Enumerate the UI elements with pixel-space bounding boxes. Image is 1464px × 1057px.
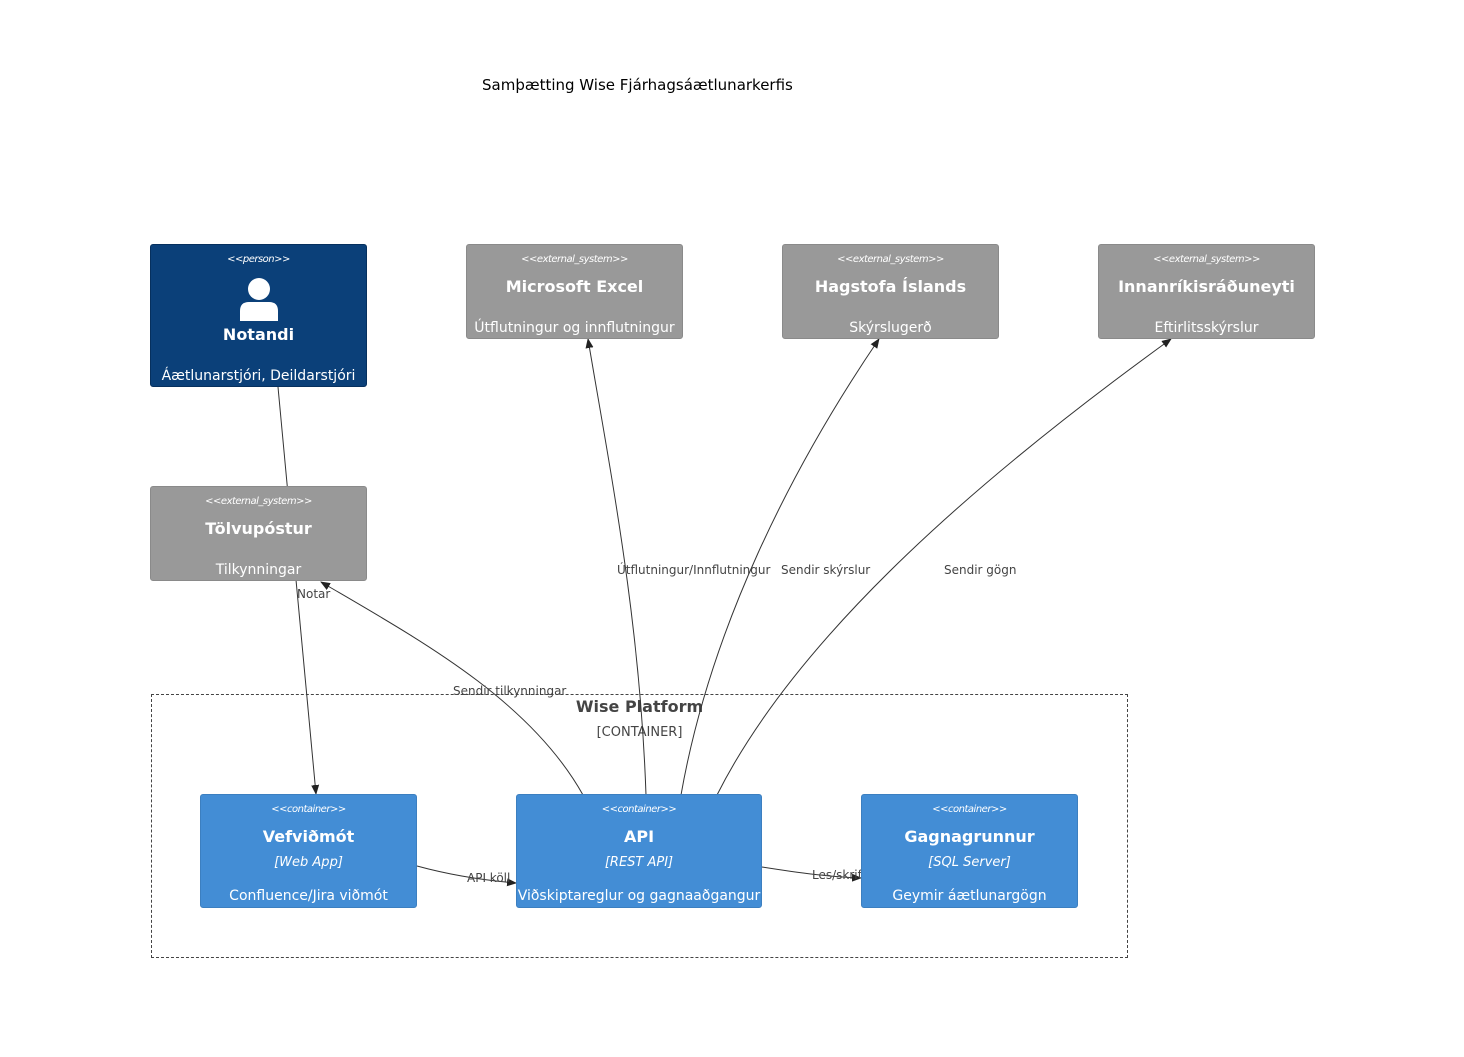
node-innanrikisraduneyti[interactable]: <<external_system>> Innanríkisráðuneyti … bbox=[1098, 244, 1315, 339]
node-stereotype: <<container>> bbox=[601, 804, 677, 815]
edge-les-skrifar bbox=[761, 866, 862, 882]
boundary-name: Wise Platform bbox=[575, 697, 704, 716]
edge-label-utflutningur: Útflutningur/Innflutningur bbox=[617, 563, 771, 577]
node-stereotype: <<external_system>> bbox=[837, 254, 944, 265]
edge-label-sendir-gogn: Sendir gögn bbox=[944, 563, 1017, 577]
node-stereotype: <<external_system>> bbox=[521, 254, 628, 265]
node-vefvidmot[interactable]: <<container>> Vefviðmót [Web App] Conflu… bbox=[200, 794, 417, 908]
node-description: Eftirlitsskýrslur bbox=[1154, 320, 1259, 336]
node-description: Tilkynningar bbox=[215, 562, 302, 578]
edge-notar bbox=[277, 386, 320, 795]
edge-label-notar: Notar bbox=[297, 587, 331, 601]
node-name: Vefviðmót bbox=[262, 827, 355, 846]
node-description: Skýrslugerð bbox=[849, 320, 932, 336]
node-description: Útflutningur og innflutningur bbox=[474, 320, 675, 336]
node-api[interactable]: <<container>> API [REST API] Viðskiptare… bbox=[516, 794, 762, 908]
node-stereotype: <<person>> bbox=[227, 254, 290, 265]
node-gagnagrunnur[interactable]: <<container>> Gagnagrunnur [SQL Server] … bbox=[861, 794, 1078, 908]
edge-label-sendir-skyrslur: Sendir skýrslur bbox=[781, 563, 871, 577]
edge-sendir-tilkynningar bbox=[320, 581, 584, 796]
edge-utflutningur bbox=[585, 338, 647, 796]
node-name: Notandi bbox=[222, 325, 295, 344]
edge-label-les-skrifar: Les/skrifar bbox=[812, 868, 875, 882]
node-technology: [REST API] bbox=[604, 855, 674, 870]
node-stereotype: <<container>> bbox=[932, 804, 1007, 815]
edge-sendir-gogn bbox=[716, 338, 1172, 796]
node-stereotype: <<container>> bbox=[271, 804, 346, 815]
node-name: Gagnagrunnur bbox=[904, 827, 1035, 846]
node-stereotype: <<external_system>> bbox=[1153, 254, 1260, 265]
node-microsoft-excel[interactable]: <<external_system>> Microsoft Excel Útfl… bbox=[466, 244, 683, 339]
node-tolvupostur[interactable]: <<external_system>> Tölvupóstur Tilkynni… bbox=[150, 486, 367, 581]
diagram-title: Samþætting Wise Fjárhagsáætlunarkerfis bbox=[482, 76, 793, 94]
node-description: Geymir áætlunargögn bbox=[892, 888, 1047, 904]
node-name: Hagstofa Íslands bbox=[814, 277, 967, 296]
person-icon bbox=[240, 278, 278, 321]
node-technology: [SQL Server] bbox=[928, 855, 1011, 870]
node-notandi[interactable]: <<person>> Notandi Áætlunarstjóri, Deild… bbox=[150, 244, 367, 387]
edge-sendir-skyrslur bbox=[680, 338, 880, 796]
node-description: Viðskiptareglur og gagnaaðgangur bbox=[517, 888, 761, 904]
node-name: Microsoft Excel bbox=[505, 277, 644, 296]
edge-label-api-koll: API köll bbox=[467, 871, 511, 885]
node-name: Innanríkisráðuneyti bbox=[1118, 277, 1295, 296]
node-stereotype: <<external_system>> bbox=[205, 496, 312, 507]
edge-api-koll bbox=[416, 865, 517, 887]
boundary-type: [CONTAINER] bbox=[596, 725, 683, 740]
node-name: API bbox=[623, 827, 655, 846]
node-technology: [Web App] bbox=[274, 855, 343, 870]
node-name: Tölvupóstur bbox=[205, 519, 312, 538]
node-description: Confluence/Jira viðmót bbox=[229, 888, 388, 904]
node-hagstofa-islands[interactable]: <<external_system>> Hagstofa Íslands Ský… bbox=[782, 244, 999, 339]
node-description: Áætlunarstjóri, Deildarstjóri bbox=[161, 368, 356, 384]
edge-label-sendir-tilkynningar: Sendir tilkynningar bbox=[453, 684, 567, 698]
